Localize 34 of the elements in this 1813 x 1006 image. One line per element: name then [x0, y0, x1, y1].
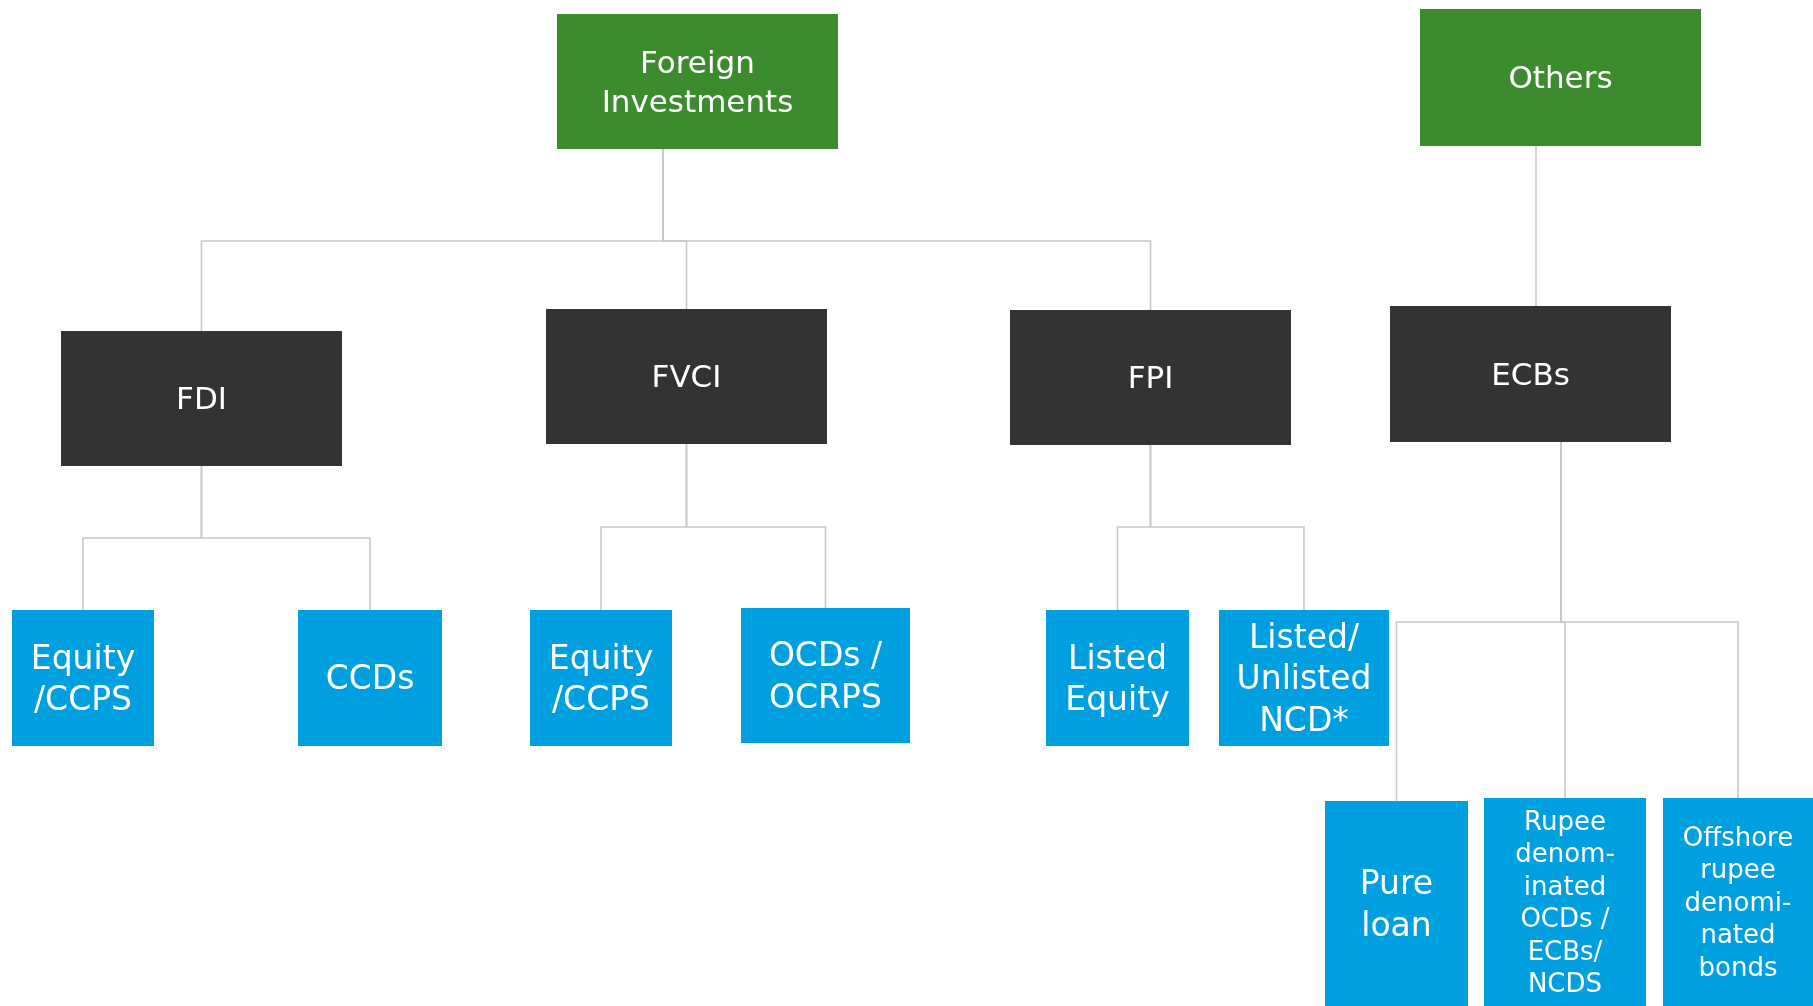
item-box — [1325, 801, 1468, 1006]
box-label: Equity /CCPS — [29, 636, 137, 720]
item-box — [530, 610, 672, 746]
item-box — [741, 608, 910, 743]
box-label: FPI — [1127, 358, 1174, 397]
box-label: ECBs — [1491, 354, 1570, 394]
box-label: Rupee denom- inated OCDs / ECBs/ NCDS — [1514, 804, 1616, 1000]
connector-line — [685, 443, 827, 609]
box-label: Listed/ Unlisted NCD* — [1235, 616, 1373, 740]
group-box — [1010, 310, 1291, 445]
connector-line — [1535, 145, 1537, 307]
box-label: Equity /CCPS — [547, 636, 655, 720]
connector-line — [1149, 444, 1305, 611]
box-label: FDI — [176, 379, 227, 418]
box-label: CCDs — [325, 657, 415, 699]
group-box — [546, 309, 827, 444]
category-box — [557, 14, 838, 149]
connector-line — [200, 465, 371, 611]
box-label: Listed Equity — [1064, 636, 1171, 720]
box-label: Pure loan — [1358, 862, 1435, 945]
item-box — [1484, 798, 1646, 1006]
box-label: Offshore rupee denomi- nated bonds — [1681, 820, 1795, 984]
item-box — [1663, 798, 1813, 1006]
box-label: Others — [1508, 58, 1613, 97]
category-box — [1420, 9, 1701, 146]
item-box — [1046, 610, 1189, 746]
box-label: Foreign Investments — [600, 42, 795, 121]
box-label: FVCI — [651, 357, 722, 396]
box-label: OCDs / OCRPS — [767, 634, 884, 717]
group-box — [61, 331, 342, 466]
group-box — [1390, 306, 1671, 442]
item-box — [298, 610, 442, 746]
item-box — [12, 610, 154, 746]
item-box — [1219, 610, 1389, 746]
